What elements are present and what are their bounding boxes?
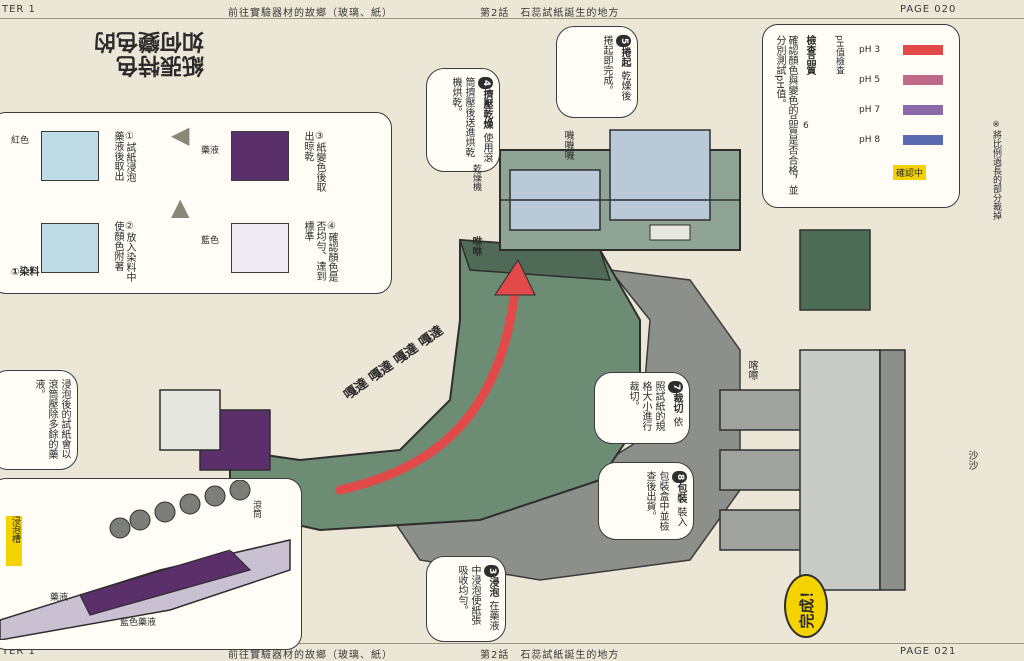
swatch-blue-start <box>41 131 99 181</box>
arrow-up-icon: ▲ <box>171 193 190 221</box>
ph-8-strip <box>903 135 943 145</box>
step-5-name: 捲起 <box>619 47 630 68</box>
page-number-top: PAGE 020 <box>900 4 957 15</box>
caption-2: ②放入染料中使顏色附著 <box>112 221 135 282</box>
roll-label: 滾筒 <box>251 500 261 518</box>
roller-note-bubble: 浸泡後的試紙會以滾筒壓除多餘的藥液。 <box>0 370 78 470</box>
ph-5-strip <box>903 75 943 85</box>
step-6-name: 檢查品質 <box>804 35 815 75</box>
step-7-name: 裁切 <box>671 393 682 414</box>
step-8-bubble: 8包裝 裝入包裝盒中並檢查後出貨。 <box>598 462 694 540</box>
side-note: ※將比例過長的部分裁掉 <box>991 120 1001 220</box>
step-4-badge: 4 <box>478 77 493 90</box>
caption-4: ④確認顏色是否均勻、達到標準 <box>302 221 337 282</box>
page-title: 紙張特色 如何變色的 <box>93 28 204 77</box>
sound-snip: 喀嚓 <box>746 360 757 380</box>
ph-7: pH 7 <box>859 105 881 115</box>
swatch-purple-done <box>231 131 289 181</box>
ph-5: pH 5 <box>859 75 881 85</box>
swatch-blue-soaking <box>41 223 99 273</box>
step-6-badge: 6 <box>803 121 809 131</box>
ph-3-strip <box>903 45 943 55</box>
tag-blue: 藍色 <box>201 236 220 246</box>
chapter-header: TER 1 <box>2 4 36 15</box>
episode-header: 第2話 石蕊試紙誕生的地方 <box>480 8 620 19</box>
book-header: 前往實驗器材的故鄉（玻璃、紙） <box>228 8 393 19</box>
tag-blue-fluid: 紅色藥液 <box>200 543 237 553</box>
book-footer: 前往實驗器材的故鄉（玻璃、紙） <box>228 650 393 661</box>
arrow-left-icon: ◀ <box>171 121 190 149</box>
step-5-bubble: 5捲起 乾燥後捲起即完成。 <box>556 26 638 118</box>
step-7-badge: 7 <box>668 381 683 394</box>
ph-3: pH 3 <box>859 45 881 55</box>
step-6-panel: 確認顏色與變色的品質是否合格，並分別測試pH值。 檢查品質 6 pH值檢查 pH… <box>762 24 960 208</box>
sound-squeak: 嘰嘰嘰 <box>562 130 573 160</box>
episode-footer: 第2話 石蕊試紙誕生的地方 <box>480 650 620 661</box>
tag-chemical: 藥液 <box>201 146 220 156</box>
done-badge: 完成！ <box>784 574 828 638</box>
conveyor-drawing <box>0 480 291 640</box>
caption-1: ①試紙浸泡藥液後取出 <box>112 131 135 182</box>
step-3-badge: 3 <box>484 565 499 578</box>
panel-step-label: ①染料 <box>11 267 40 278</box>
tag-red: 紅色 <box>11 136 30 146</box>
step-3-text: 在藥液中浸泡使紙張吸收均勻。 <box>456 565 498 631</box>
step-5-badge: 5 <box>616 35 631 48</box>
sound-rustle: 沙沙 <box>966 450 977 470</box>
step-8-name: 包裝 <box>675 483 686 504</box>
top-rule <box>0 18 1024 19</box>
step-6-text: 確認顏色與變色的品質是否合格，並分別測試pH值。 <box>774 35 797 195</box>
fluid-label: 藥液 <box>50 593 69 603</box>
page-number-bottom: PAGE 021 <box>900 646 957 657</box>
ph-8: pH 8 <box>859 135 881 145</box>
caption-3: ③紙變色後取出晾乾 <box>302 131 325 192</box>
chapter-footer: TER 1 <box>2 646 36 657</box>
drying-label: 乾燥機 <box>471 164 481 191</box>
sound-whoosh: 咻咻 <box>470 236 481 256</box>
ph-title: pH值檢查 <box>834 35 844 75</box>
step-4-name: 擠壓乾燥 <box>481 89 492 130</box>
machine-label: 浸泡槽 <box>6 516 22 566</box>
step-4-bubble: 4擠壓乾燥 使用滾筒擠壓後送進烘乾機烘乾。 <box>426 68 500 172</box>
bottom-rule <box>0 643 1024 644</box>
check-label: 確認中 <box>893 165 927 180</box>
roller-note-text: 浸泡後的試紙會以滾筒壓除多餘的藥液。 <box>33 379 70 459</box>
ph-7-strip <box>903 105 943 115</box>
step-3-bubble: 3浸泡 在藥液中浸泡使紙張吸收均勻。 <box>426 556 506 642</box>
step-8-text: 裝入包裝盒中並檢查後出貨。 <box>644 471 686 531</box>
step-7-bubble: 7裁切 依照試紙的規格大小進行裁切。 <box>594 372 690 444</box>
step-7-text: 依照試紙的規格大小進行裁切。 <box>627 381 682 431</box>
tag-red-fluid: 藍色藥液 <box>120 618 157 628</box>
step-3-name: 浸泡 <box>487 577 498 598</box>
step-5-text: 乾燥後捲起即完成。 <box>601 35 630 101</box>
dye-process-panel: ①試紙浸泡藥液後取出 ②放入染料中使顏色附著 ③紙變色後取出晾乾 ④確認顏色是否… <box>0 112 392 294</box>
step-8-badge: 8 <box>672 471 687 484</box>
step-4-text: 使用滾筒擠壓後送進烘乾機烘乾。 <box>450 77 492 163</box>
swatch-purple-dip <box>231 223 289 273</box>
